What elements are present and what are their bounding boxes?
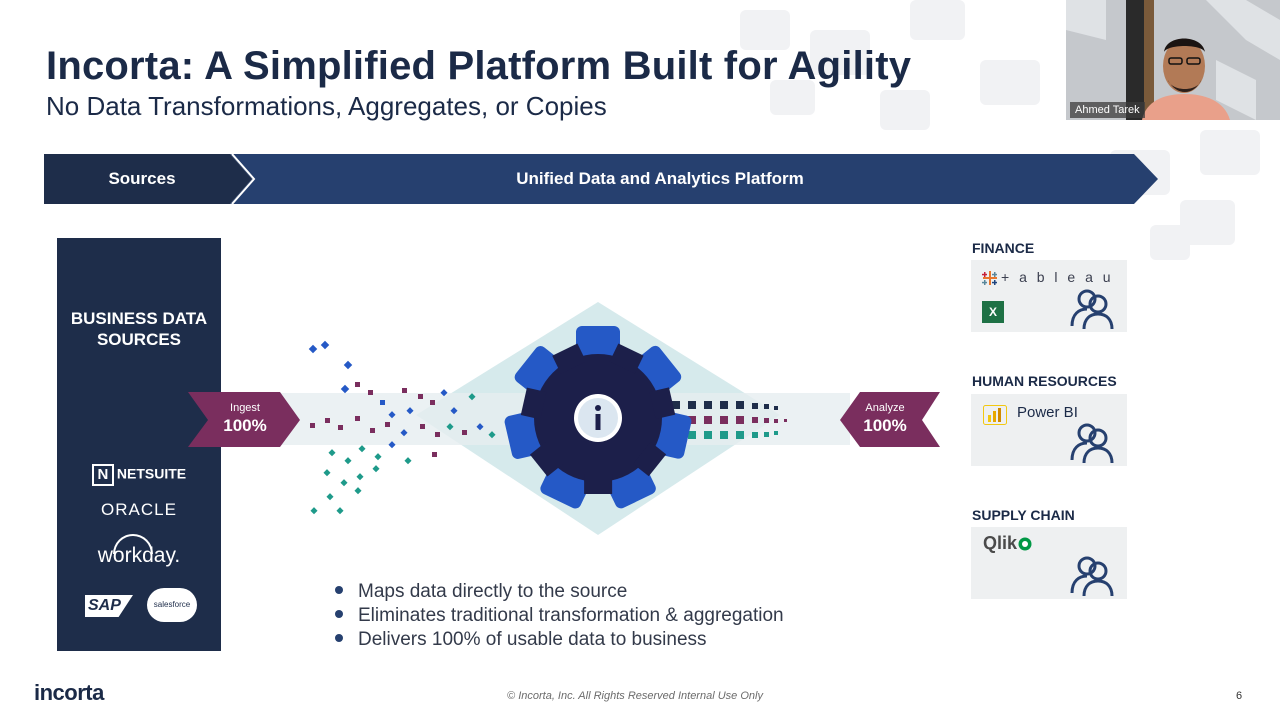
excel-icon: X	[982, 301, 1004, 323]
dept-finance-title: FINANCE	[972, 240, 1035, 256]
tableau-label: + a b l e a u	[1001, 269, 1114, 285]
powerbi-icon	[983, 405, 1007, 425]
salesforce-logo: salesforce	[147, 588, 197, 622]
banner-sources-label: Sources	[108, 169, 176, 188]
qlik-label: Qlik	[983, 533, 1018, 553]
sources-heading: BUSINESS DATA SOURCES	[70, 309, 208, 349]
copyright-text: © Incorta, Inc. All Rights Reserved Inte…	[507, 690, 763, 702]
oracle-logo: ORACLE	[101, 500, 177, 519]
incorta-logo: incorta	[34, 680, 104, 705]
analyze-arrow	[840, 392, 940, 447]
participant-name: Ahmed Tarek	[1070, 102, 1145, 118]
bullet-dot-icon	[335, 585, 343, 594]
page-number: 6	[1236, 690, 1243, 702]
dept-hr-card: Power BI	[971, 394, 1127, 466]
analyze-label: Analyze	[865, 402, 905, 414]
users-icon	[1070, 556, 1114, 597]
bullet-text: Delivers 100% of usable data to business	[358, 629, 707, 650]
bullet-item: Eliminates traditional transformation & …	[335, 604, 784, 628]
netsuite-logo-text: NETSUITE	[116, 465, 187, 482]
slide-subtitle: No Data Transformations, Aggregates, or …	[46, 91, 607, 121]
ingest-value: 100%	[223, 416, 267, 435]
workday-logo: workday.	[57, 534, 221, 568]
webcam-video-tile[interactable]: Ahmed Tarek	[1066, 0, 1280, 120]
analyze-value: 100%	[863, 416, 907, 435]
users-icon	[1070, 423, 1114, 464]
ingest-label: Ingest	[230, 402, 260, 414]
bullet-text: Eliminates traditional transformation & …	[358, 605, 784, 626]
dept-hr-title: HUMAN RESOURCES	[972, 373, 1117, 389]
ingest-data-particles	[308, 340, 496, 515]
dept-supply-chain-card: Qlik	[971, 527, 1127, 599]
banner-platform-label: Unified Data and Analytics Platform	[516, 169, 804, 188]
sap-logo: SAP	[85, 595, 133, 617]
dept-finance-card: + a b l e a u X	[971, 260, 1127, 332]
benefit-bullets: Maps data directly to the source Elimina…	[335, 580, 784, 652]
flow-diagram	[188, 302, 940, 535]
bullet-dot-icon	[335, 609, 343, 618]
process-banner	[44, 154, 1158, 204]
slide-title: Incorta: A Simplified Platform Built for…	[46, 44, 912, 88]
users-icon	[1070, 289, 1114, 330]
ingest-arrow	[188, 392, 300, 447]
dept-supply-chain-title: SUPPLY CHAIN	[972, 507, 1075, 523]
platform-gear-icon	[504, 326, 692, 509]
bullet-dot-icon	[335, 633, 343, 642]
qlik-logo: Qlik	[983, 533, 1032, 554]
bullet-item: Delivers 100% of usable data to business	[335, 628, 784, 652]
bullet-item: Maps data directly to the source	[335, 580, 784, 604]
qlik-q-icon	[1018, 537, 1032, 551]
tableau-icon	[982, 271, 997, 285]
participant-video	[1066, 0, 1280, 120]
powerbi-label: Power BI	[1017, 404, 1078, 421]
bullet-text: Maps data directly to the source	[358, 581, 628, 602]
